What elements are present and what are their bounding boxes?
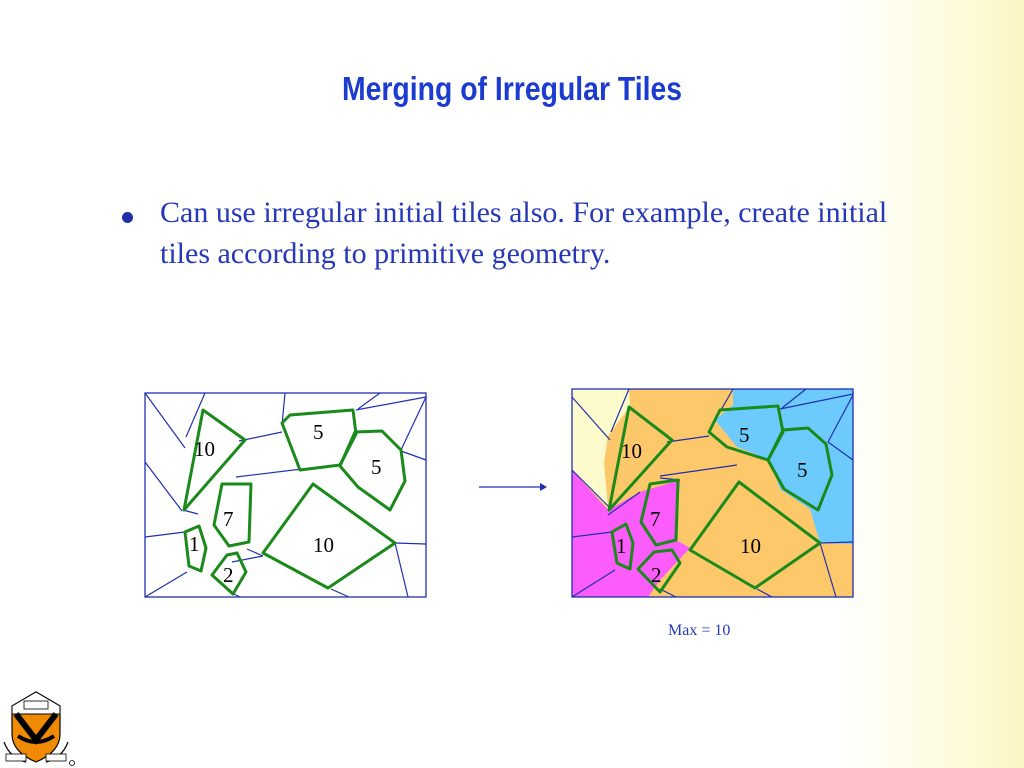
- right-label-5-b: 5: [797, 458, 808, 482]
- left-tile-edges: [144, 392, 427, 598]
- right-label-10-b: 10: [740, 534, 761, 558]
- left-label-10-a: 10: [194, 437, 215, 461]
- right-label-7: 7: [650, 507, 661, 531]
- right-tile-edges: [571, 388, 854, 598]
- right-label-2: 2: [651, 563, 662, 587]
- bullet-dot-icon: [122, 212, 133, 223]
- left-label-5-b: 5: [371, 455, 382, 479]
- bullet-text: Can use irregular initial tiles also. Fo…: [160, 196, 888, 270]
- right-frame: [571, 388, 854, 598]
- left-diagram: 10 5 5 7 1 10 2: [144, 392, 427, 598]
- princeton-shield-icon: [3, 691, 75, 766]
- left-label-7: 7: [223, 507, 234, 531]
- left-label-1: 1: [189, 532, 200, 556]
- slide-title: Merging of Irregular Tiles: [341, 70, 683, 107]
- right-diagram: 10 5 5 7 1 10 2: [571, 388, 854, 598]
- region-yellow: [572, 389, 630, 508]
- right-label-10-a: 10: [621, 439, 642, 463]
- left-frame: [144, 392, 427, 598]
- arrow-icon: [479, 483, 547, 491]
- left-label-5-a: 5: [313, 420, 324, 444]
- max-caption: Max = 10: [668, 622, 731, 639]
- right-label-5-a: 5: [739, 423, 750, 447]
- left-label-2: 2: [223, 563, 234, 587]
- left-label-10-b: 10: [313, 533, 334, 557]
- left-tile-labels: 10 5 5 7 1 10 2: [189, 420, 382, 587]
- left-cluster-outlines: [182, 408, 407, 596]
- right-cluster-outlines: [607, 404, 834, 594]
- right-tile-labels: 10 5 5 7 1 10 2: [616, 423, 808, 587]
- right-label-1: 1: [616, 534, 627, 558]
